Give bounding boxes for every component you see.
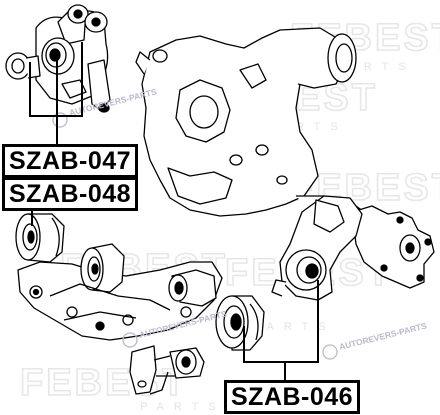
svg-text:PARTS: PARTS (140, 401, 226, 413)
rear-subframe (17, 243, 223, 341)
output-flange (351, 205, 435, 289)
bracket-assembly-top (5, 4, 111, 113)
leader-line-szab-046 (243, 280, 319, 363)
leader-lines (29, 42, 319, 380)
small-bracket (129, 345, 205, 395)
svg-text:PARTS: PARTS (250, 321, 336, 333)
svg-text:AUTOREVERS-PARTS: AUTOREVERS-PARTS (338, 320, 428, 352)
part-label-szab-047: SZAB-047 (2, 144, 139, 178)
bushing-szab-046 (215, 295, 265, 351)
watermark-tile: FEBEST PARTS (19, 361, 226, 413)
differential-housing (135, 27, 365, 227)
part-label-szab-048: SZAB-048 (2, 177, 139, 211)
site-watermark: AUTOREVERS-PARTS (322, 320, 428, 360)
part-label-szab-046: SZAB-046 (224, 380, 361, 414)
svg-text:FEBEST: FEBEST (20, 362, 188, 404)
rear-mount-arm (271, 195, 363, 301)
bushing-szab-048 (15, 213, 65, 263)
